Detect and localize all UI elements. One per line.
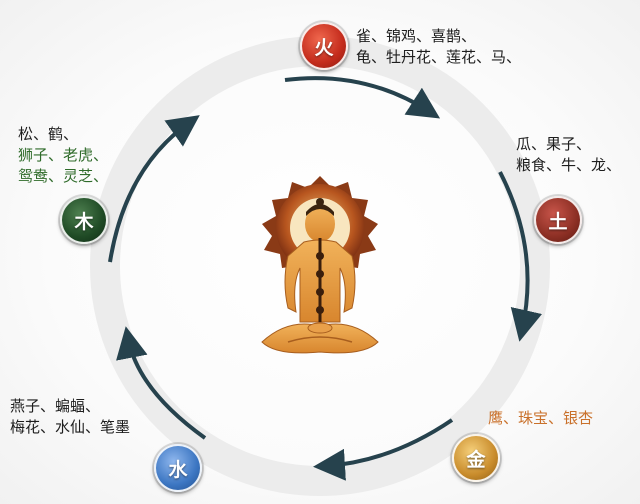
wood-items-line-3: 鸳鸯、灵芝、: [18, 167, 109, 185]
metal-items-line-1: 鹰、珠宝、银杏: [488, 409, 594, 427]
earth-items-line-1: 瓜、果子、: [516, 135, 592, 153]
wood-element-node: 木: [60, 196, 108, 244]
fire-items-line-2: 龟、牡丹花、莲花、马、: [356, 48, 522, 66]
figure-legs: [261, 323, 379, 354]
water-element-node: 水: [154, 444, 202, 492]
metal-element-node: 金: [452, 434, 500, 482]
water-items-line-2: 梅花、水仙、笔墨: [10, 418, 131, 436]
fire-element-node: 火: [300, 22, 348, 70]
arrow-metal-to-water: [313, 418, 454, 481]
water-element-label: 水: [168, 458, 188, 481]
meditating-figure-illustration: [261, 176, 379, 354]
fire-element-label: 火: [314, 36, 334, 59]
water-items-line-1: 燕子、蝙蝠、: [10, 397, 101, 415]
earth-items-line-2: 粮食、牛、龙、: [516, 156, 622, 174]
fire-items-line-1: 雀、锦鸡、喜鹊、: [356, 27, 477, 45]
earth-element-label: 土: [548, 210, 568, 233]
earth-element-node: 土: [534, 196, 582, 244]
arrow-earth-to-metal: [498, 171, 542, 342]
wood-element-label: 木: [74, 210, 94, 233]
arrow-water-to-wood: [116, 326, 207, 440]
wood-items-line-2: 狮子、老虎、: [18, 146, 109, 164]
figure-head: [305, 206, 335, 242]
arrow-wood-to-fire: [108, 115, 200, 263]
wood-items-text: 松、鹤、 狮子、老虎、 鸳鸯、灵芝、: [18, 124, 108, 187]
earth-items-text: 瓜、果子、 粮食、牛、龙、: [516, 134, 621, 176]
metal-items-text: 鹰、珠宝、银杏: [488, 408, 593, 429]
water-items-text: 燕子、蝙蝠、 梅花、水仙、笔墨: [10, 396, 130, 438]
arrow-fire-to-earth: [284, 76, 441, 119]
wood-items-line-1: 松、鹤、: [18, 125, 79, 143]
metal-element-label: 金: [466, 448, 486, 471]
fire-items-text: 雀、锦鸡、喜鹊、 龟、牡丹花、莲花、马、: [356, 26, 521, 68]
